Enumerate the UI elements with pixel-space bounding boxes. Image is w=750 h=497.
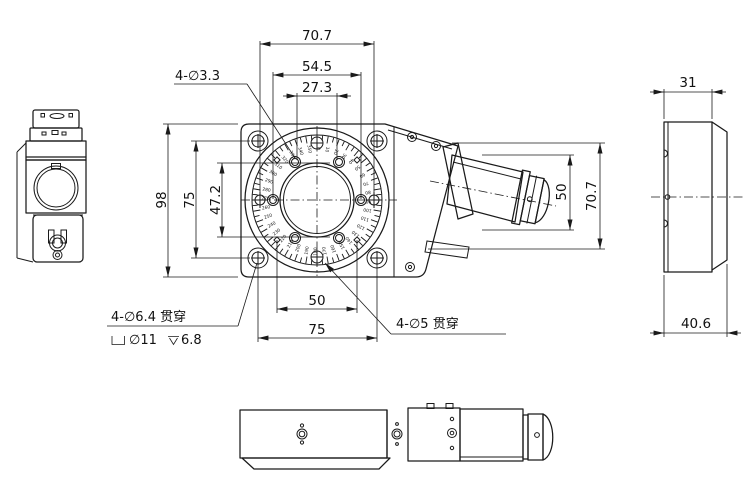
svg-text:290: 290 (264, 177, 274, 186)
svg-text:200: 200 (294, 243, 303, 253)
svg-text:140: 140 (344, 235, 354, 245)
svg-text:130: 130 (351, 229, 361, 239)
note-cbore-dia: ∅11 (129, 333, 157, 348)
svg-text:100: 100 (363, 206, 372, 213)
small-hole-ne (353, 156, 361, 164)
svg-text:90: 90 (366, 198, 372, 204)
note-hole-3-3: 4-∅3.3 (175, 69, 220, 84)
side-boss (33, 165, 79, 211)
svg-text:310: 310 (273, 161, 283, 171)
svg-text:40: 40 (347, 157, 355, 165)
note-cbore-depth: 6.8 (181, 333, 202, 348)
depth-icon (168, 336, 179, 346)
svg-text:50: 50 (353, 164, 361, 172)
svg-text:330: 330 (287, 150, 296, 160)
worm-knob-assembly (424, 142, 550, 259)
svg-text:220: 220 (278, 234, 288, 244)
centerlines (241, 126, 557, 276)
svg-text:230: 230 (272, 227, 282, 237)
svg-text:250: 250 (263, 212, 273, 221)
dim-side-top: 31 (679, 75, 696, 91)
dim-right-outer: 70.7 (584, 181, 600, 211)
svg-text:320: 320 (280, 155, 290, 165)
svg-text:350: 350 (305, 144, 312, 153)
svg-text:80: 80 (364, 189, 371, 196)
knob-front (522, 413, 554, 461)
svg-text:30: 30 (340, 152, 348, 160)
svg-text:120: 120 (356, 222, 366, 231)
dim-right-inner: 50 (554, 183, 570, 200)
dim-top-width: 70.7 (302, 28, 332, 44)
knob-housing (459, 408, 524, 462)
svg-text:70: 70 (362, 180, 369, 188)
dim-top-inner: 27.3 (302, 80, 332, 96)
svg-text:10: 10 (323, 146, 330, 153)
svg-text:340: 340 (296, 146, 305, 156)
dim-side-bottom: 40.6 (681, 316, 711, 332)
dim-left-outer: 98 (154, 191, 170, 208)
right-side-view (651, 121, 743, 273)
clamp-hook (48, 229, 55, 244)
dim-left-inner: 47.2 (208, 185, 224, 215)
lower-tab (424, 240, 470, 259)
left-side-view (16, 109, 87, 263)
bottom-front-view (239, 403, 554, 470)
svg-text:160: 160 (329, 244, 338, 254)
svg-text:60: 60 (358, 171, 366, 179)
svg-text:190: 190 (303, 246, 310, 255)
svg-text:110: 110 (360, 214, 370, 223)
dim-bottom-outer: 75 (308, 322, 325, 338)
table-top-edge (32, 109, 80, 129)
counterbore-icon (111, 336, 125, 345)
svg-text:150: 150 (337, 240, 346, 250)
svg-text:260: 260 (261, 204, 270, 211)
svg-text:170: 170 (321, 246, 328, 255)
clamp-hook (60, 229, 67, 244)
svg-text:240: 240 (267, 220, 277, 229)
svg-text:20: 20 (332, 148, 340, 155)
dimension-labels: 70.7 54.5 27.3 98 75 47.2 50 75 50 70.7 … (111, 28, 711, 348)
housing-screws (405, 132, 441, 272)
dimension-lines (107, 41, 741, 346)
dim-left-mid: 75 (182, 191, 198, 208)
knob-bracket (442, 142, 474, 220)
stage-plate-outline (240, 123, 459, 278)
note-hole-5: 4-∅5 贯穿 (396, 316, 459, 332)
note-hole-6-4: 4-∅6.4 贯穿 (111, 309, 186, 325)
dim-bottom-inner: 50 (308, 293, 325, 309)
leader-lines (107, 83, 506, 335)
base-flange (241, 457, 391, 470)
dim-top-mid: 54.5 (302, 59, 332, 75)
svg-text:210: 210 (286, 239, 295, 249)
top-slot (49, 113, 65, 119)
svg-text:280: 280 (262, 186, 271, 193)
svg-text:270: 270 (261, 196, 270, 202)
